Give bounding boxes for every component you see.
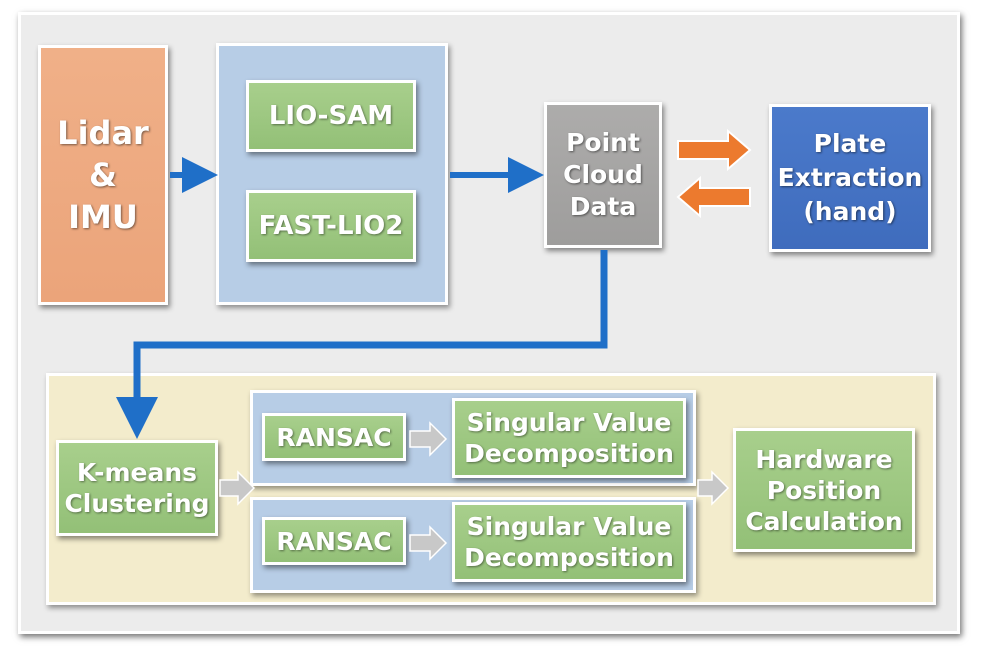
hardware-node: Hardware Position Calculation <box>733 428 915 552</box>
svd-2-node: Singular Value Decomposition <box>452 502 686 582</box>
ransac-1-node: RANSAC <box>262 413 406 461</box>
kmeans-node: K-means Clustering <box>56 440 218 536</box>
ransac-2-label: RANSAC <box>276 526 392 556</box>
plate-extraction-label: Plate Extraction (hand) <box>777 129 923 226</box>
svd-1-label: Singular Value Decomposition <box>464 408 674 468</box>
lidar-imu-node: Lidar & IMU <box>38 45 168 305</box>
ransac-1-label: RANSAC <box>276 422 392 452</box>
svd-1-node: Singular Value Decomposition <box>452 398 686 478</box>
ransac-2-node: RANSAC <box>262 517 406 565</box>
svd-2-label: Singular Value Decomposition <box>464 512 674 572</box>
lidar-imu-label: Lidar & IMU <box>57 114 149 236</box>
fast-lio2-node: FAST-LIO2 <box>246 190 416 262</box>
kmeans-label: K-means Clustering <box>64 458 210 518</box>
lio-sam-label: LIO-SAM <box>268 100 394 131</box>
plate-extraction-node: Plate Extraction (hand) <box>769 104 931 252</box>
fast-lio2-label: FAST-LIO2 <box>258 210 404 241</box>
hardware-label: Hardware Position Calculation <box>745 444 903 536</box>
point-cloud-node: Point Cloud Data <box>544 102 662 248</box>
lio-sam-node: LIO-SAM <box>246 80 416 152</box>
point-cloud-label: Point Cloud Data <box>563 128 643 221</box>
